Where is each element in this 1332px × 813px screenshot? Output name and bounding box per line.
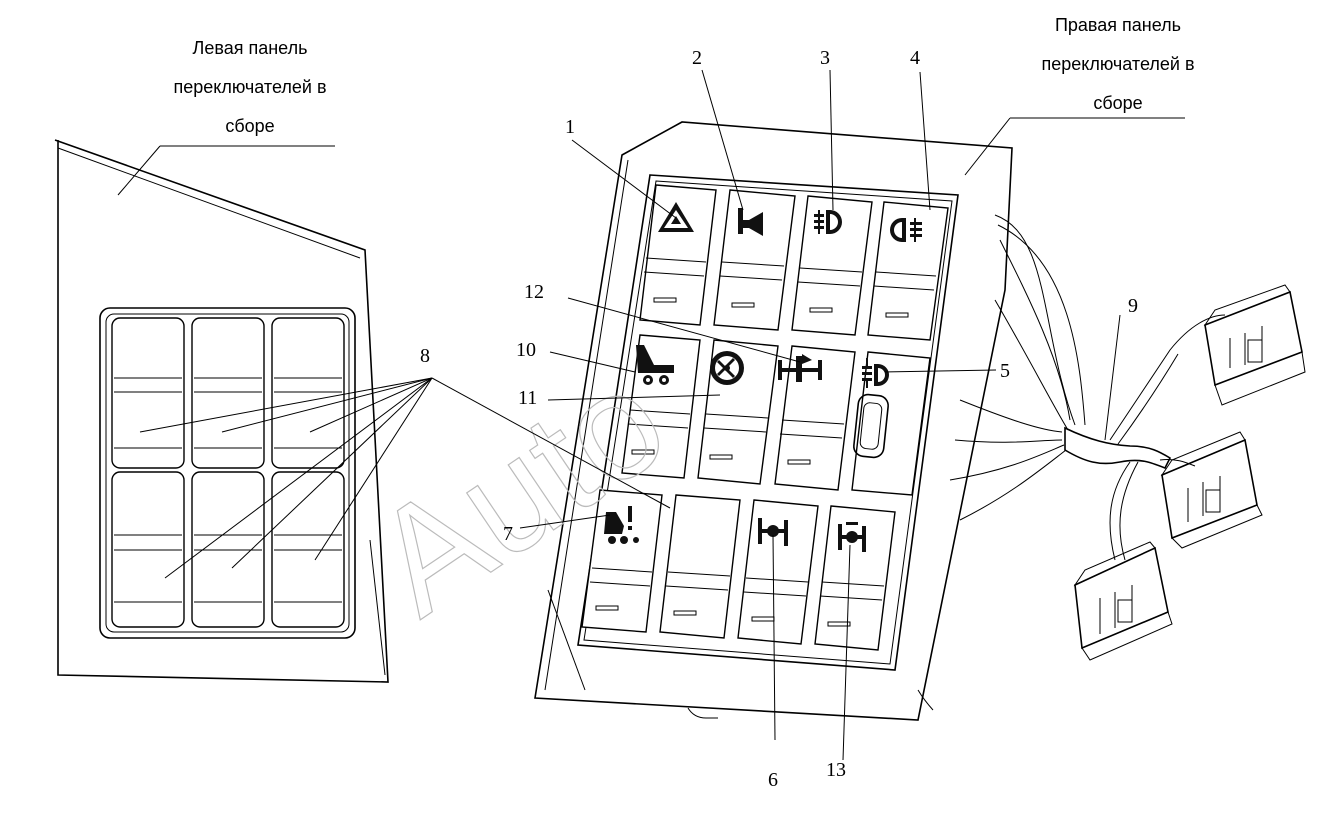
left-caption-line3: сборе xyxy=(225,116,274,136)
hazard-switch[interactable] xyxy=(639,184,717,326)
right-panel-caption: Правая панель переключателей в сборе xyxy=(964,15,1195,176)
headlight-level-wheel[interactable] xyxy=(853,393,889,459)
left-caption-line1: Левая панель xyxy=(193,38,308,58)
indicator-bar xyxy=(709,454,733,460)
rear-fog-switch[interactable] xyxy=(867,201,949,341)
callout-4: 4 xyxy=(910,47,920,69)
callout-8: 8 xyxy=(420,345,430,367)
left-caption-line2: переключателей в xyxy=(173,77,326,97)
front-fog-switch[interactable] xyxy=(791,195,873,336)
left-switch[interactable] xyxy=(271,317,345,469)
switch-row-3 xyxy=(581,489,896,651)
left-switch[interactable] xyxy=(111,317,185,469)
switch-row-1 xyxy=(639,184,949,341)
headlight-level-switch[interactable] xyxy=(851,351,931,496)
callout-numbers: 1 2 3 4 5 6 7 8 9 10 11 12 13 xyxy=(420,47,1138,791)
tipper-warning-switch[interactable] xyxy=(581,489,663,633)
right-caption-line1: Правая панель xyxy=(1055,15,1181,35)
front-axle-lock-icon xyxy=(758,518,788,546)
indicator-bar xyxy=(731,302,755,308)
callout-1: 1 xyxy=(565,116,575,138)
right-caption-line2: переключателей в xyxy=(1041,54,1194,74)
left-switch-grid xyxy=(111,317,345,628)
right-caption-line3: сборе xyxy=(1093,93,1142,113)
indicator-bar xyxy=(827,621,851,627)
front-axle-lock-switch[interactable] xyxy=(737,499,819,645)
headlight-level-icon xyxy=(862,358,889,388)
callout-13: 13 xyxy=(826,759,846,781)
connector-bottom xyxy=(1073,541,1173,661)
tipper-warning-icon xyxy=(604,506,639,544)
indicator-bar xyxy=(673,610,697,616)
left-panel-caption: Левая панель переключателей в сборе xyxy=(117,38,335,196)
front-fog-light-icon xyxy=(814,210,842,234)
callout-2: 2 xyxy=(692,47,702,69)
inter-axle-diff-lock-icon xyxy=(710,351,744,385)
indicator-bar xyxy=(751,616,775,622)
rear-fog-light-icon xyxy=(890,218,922,242)
axle-diff-lock-icon xyxy=(778,354,822,382)
horn-switch[interactable] xyxy=(713,189,796,331)
rear-axle-lock-icon xyxy=(838,522,866,552)
connector-middle xyxy=(1160,431,1263,549)
horn-icon xyxy=(738,208,763,236)
callout-leaders xyxy=(139,69,1121,761)
connector-top xyxy=(1203,284,1306,406)
right-switch-panel xyxy=(534,121,1013,721)
indicator-bar xyxy=(653,297,677,303)
left-switch-panel xyxy=(54,139,389,683)
blank-switch[interactable] xyxy=(659,494,741,639)
left-switch[interactable] xyxy=(191,317,265,469)
callout-7: 7 xyxy=(503,523,513,545)
hazard-icon xyxy=(658,202,694,232)
callout-11: 11 xyxy=(518,387,537,409)
callout-6: 6 xyxy=(768,769,778,791)
callout-10: 10 xyxy=(516,339,536,361)
rear-axle-lock-switch[interactable] xyxy=(814,505,896,651)
indicator-bar xyxy=(787,459,811,465)
indicator-bar xyxy=(885,312,909,318)
callout-3: 3 xyxy=(820,47,830,69)
wiring-harness xyxy=(949,214,1226,561)
callout-9: 9 xyxy=(1128,295,1138,317)
callout-12: 12 xyxy=(524,281,544,303)
tipper-icon xyxy=(636,345,674,385)
indicator-bar xyxy=(809,307,833,313)
callout-5: 5 xyxy=(1000,360,1010,382)
indicator-bar xyxy=(595,605,619,611)
axle-lock-switch[interactable] xyxy=(774,345,856,491)
indicator-bar xyxy=(631,449,655,455)
